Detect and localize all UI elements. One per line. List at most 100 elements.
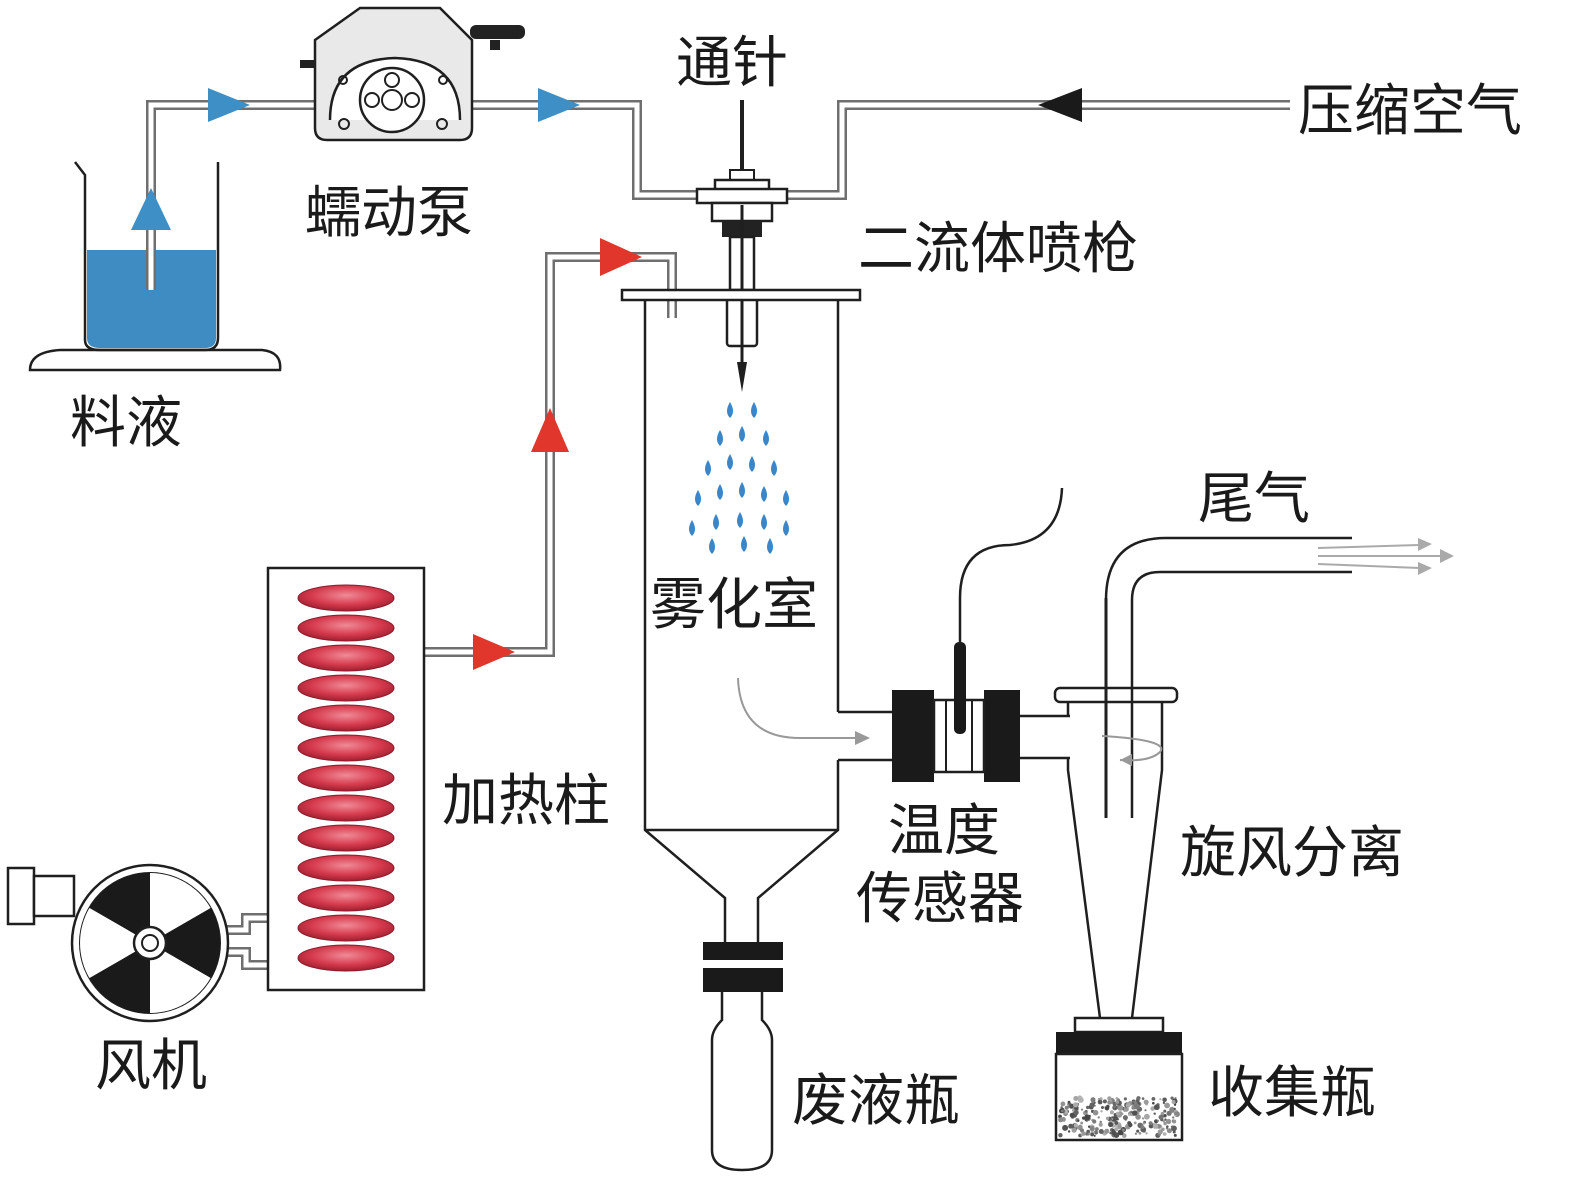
powder-particle <box>1093 1134 1096 1137</box>
label-fan: 风机 <box>95 1034 207 1099</box>
powder-particle <box>1173 1107 1176 1111</box>
powder-particle <box>1104 1106 1110 1111</box>
powder-particle <box>1098 1122 1103 1127</box>
powder-particle <box>1125 1102 1131 1108</box>
powder-particle <box>1114 1127 1119 1132</box>
powder-particle <box>1160 1111 1165 1116</box>
label-through-needle: 通针 <box>676 31 788 96</box>
powder-particle <box>1166 1118 1172 1125</box>
powder-particle <box>1089 1126 1095 1132</box>
compressed-air-pipe <box>782 100 1290 200</box>
powder-particle <box>1141 1117 1145 1120</box>
powder-particle <box>1153 1104 1160 1111</box>
powder-particle <box>1077 1119 1080 1122</box>
powder-particle <box>1060 1106 1063 1109</box>
powder-particle <box>1102 1099 1107 1104</box>
powder-particle <box>1157 1129 1163 1135</box>
powder-particle <box>1067 1105 1070 1108</box>
powder-particle <box>1113 1116 1118 1121</box>
powder-particle <box>1109 1131 1112 1135</box>
temperature-sensor <box>892 487 1064 782</box>
powder-particle <box>1080 1121 1084 1125</box>
droplet <box>761 486 767 502</box>
powder-particle <box>1085 1132 1089 1136</box>
heater-disc <box>297 914 395 942</box>
powder-particle <box>1077 1095 1083 1101</box>
collection-bottle <box>1054 1016 1184 1142</box>
powder-particle <box>1133 1121 1137 1125</box>
powder-particle <box>1132 1102 1135 1105</box>
powder-particle <box>1151 1097 1156 1101</box>
powder-particle <box>1111 1131 1117 1136</box>
powder-particle <box>1162 1132 1167 1136</box>
droplet <box>727 402 733 418</box>
powder-particle <box>1148 1121 1153 1126</box>
powder-particle <box>1097 1116 1100 1119</box>
powder-particle <box>1097 1097 1101 1101</box>
powder-particle <box>1171 1100 1176 1104</box>
powder-particle <box>1173 1133 1177 1137</box>
label-exhaust-gas: 尾气 <box>1198 467 1310 532</box>
heater-discs <box>297 584 395 972</box>
powder-particle <box>1061 1109 1064 1113</box>
droplet <box>705 460 711 476</box>
heating-column <box>266 566 426 992</box>
label-feed-liquid: 料液 <box>70 391 182 456</box>
powder-particle <box>1153 1112 1156 1115</box>
powder-particle <box>1143 1099 1149 1105</box>
powder-particle <box>1166 1128 1172 1134</box>
powder-particle <box>1080 1108 1084 1111</box>
powder-particle <box>1058 1117 1064 1123</box>
heater-disc <box>297 614 395 642</box>
powder-particle <box>1115 1097 1119 1100</box>
droplet <box>717 484 723 500</box>
powder-particle <box>1164 1102 1170 1109</box>
heater-disc <box>297 794 395 822</box>
exhaust-gas-arrows <box>1317 538 1454 575</box>
powder-particle <box>1115 1100 1120 1104</box>
powder-particle <box>1134 1132 1138 1135</box>
feed-flow-arrow-right <box>208 88 250 122</box>
spray-droplets <box>689 402 789 554</box>
powder-particle <box>1073 1096 1079 1101</box>
powder-particle <box>1117 1124 1122 1130</box>
hot-air-arrow-right <box>473 634 515 670</box>
powder-particle <box>1107 1096 1112 1101</box>
heater-disc <box>297 584 395 612</box>
powder-particle <box>1117 1129 1124 1136</box>
powder-particle <box>1117 1105 1124 1111</box>
powder-particle <box>1141 1097 1145 1100</box>
hot-air-arrow-up <box>531 408 569 452</box>
powder-particle <box>1081 1131 1086 1136</box>
atomization-chamber <box>620 288 892 945</box>
powder-particle <box>1099 1097 1103 1101</box>
feed-liquid-fill <box>87 250 216 348</box>
powder-particle <box>1060 1101 1066 1107</box>
droplet <box>761 514 767 530</box>
powder-particle <box>1123 1106 1129 1112</box>
powder-particle <box>1123 1097 1127 1101</box>
powder-particle <box>1064 1109 1068 1114</box>
heater-disc <box>297 884 395 912</box>
powder-particle <box>1136 1129 1139 1133</box>
powder-particle <box>1172 1130 1176 1134</box>
heater-disc <box>297 854 395 882</box>
feed-flow-arrow-up <box>131 188 171 230</box>
powder-particle <box>1097 1099 1103 1105</box>
powder-particle <box>1152 1101 1155 1105</box>
powder-particle <box>1133 1103 1140 1110</box>
powder-particle <box>1136 1096 1141 1101</box>
powder-particle <box>1068 1123 1074 1129</box>
hot-air-arrow-top <box>600 238 642 276</box>
powder-particle <box>1101 1106 1104 1109</box>
powder-particle <box>1069 1112 1075 1118</box>
droplet <box>763 430 769 446</box>
compressed-air-arrow <box>1038 88 1082 122</box>
droplet <box>783 520 789 536</box>
waste-bottle <box>703 942 783 1172</box>
label-peristaltic-pump: 蠕动泵 <box>305 181 473 246</box>
droplet <box>689 520 695 536</box>
powder-particle <box>1095 1127 1099 1131</box>
powder-particle <box>1092 1109 1099 1116</box>
